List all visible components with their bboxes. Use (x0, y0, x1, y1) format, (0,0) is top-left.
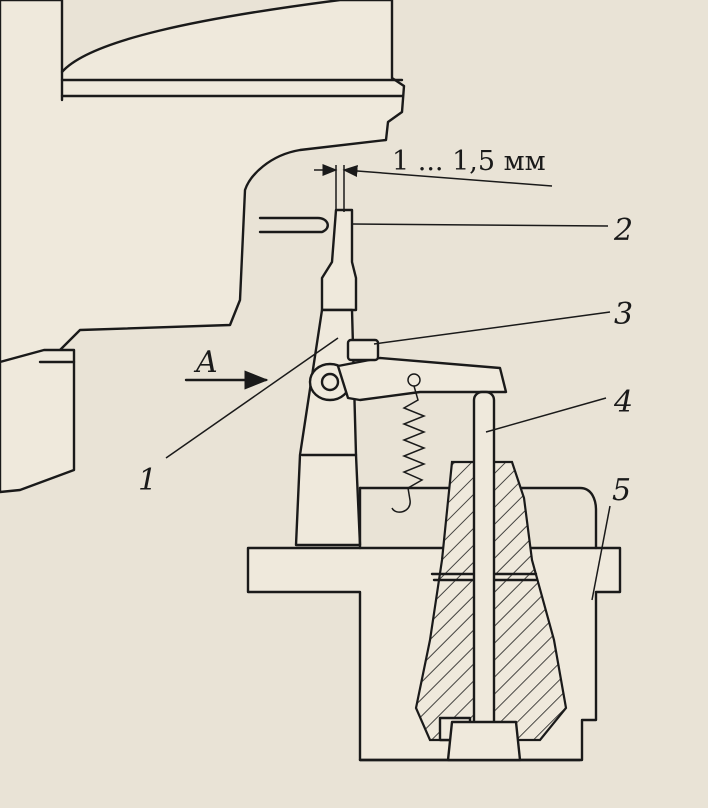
lower-left-bracket (0, 348, 76, 494)
part-2-pusher (320, 208, 358, 312)
view-arrow-a: A (184, 345, 269, 390)
dimension-gap: 1 ... 1,5 мм (314, 146, 553, 212)
leader-lines (165, 223, 611, 601)
part-4-valve-stem (446, 390, 522, 762)
callout-1: 1 (138, 463, 157, 498)
callout-4: 4 (613, 385, 633, 420)
callout-2: 2 (613, 213, 633, 248)
upper-housing (0, 0, 406, 364)
callout-5: 5 (612, 473, 631, 508)
dimension-label: 1 ... 1,5 мм (392, 146, 546, 177)
callout-3: 3 (614, 297, 633, 332)
view-label-a: A (193, 345, 218, 380)
spring (391, 385, 427, 513)
part-3-rocker (336, 338, 508, 402)
